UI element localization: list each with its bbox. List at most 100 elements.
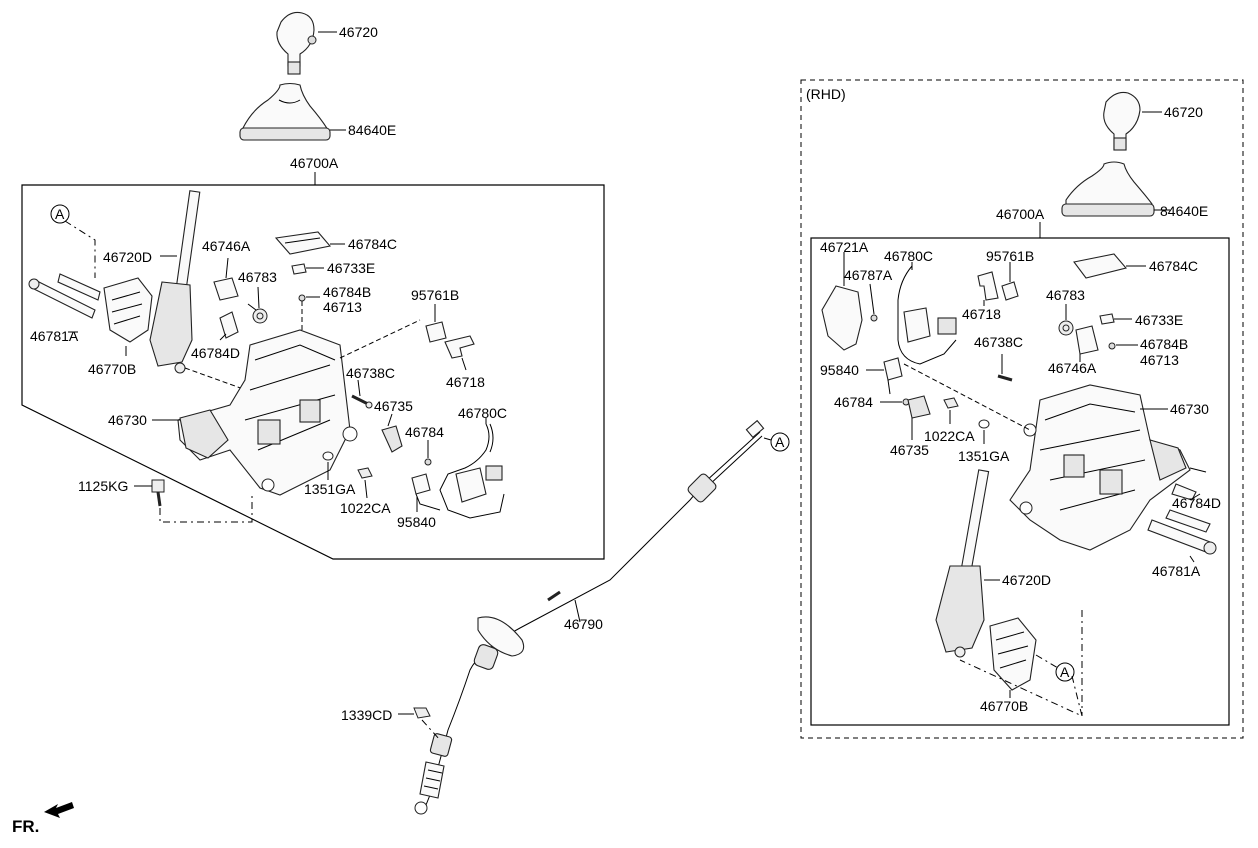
label-cover-c-rhd: 46784C <box>1149 258 1198 274</box>
label-connector-rhd: 95761B <box>986 248 1034 264</box>
rhd-assembly-group: (RHD) 46720 84640E 46700A 46721A 46787A … <box>800 79 1244 739</box>
marker-a-cable: A <box>775 434 785 450</box>
label-sleeve-main: 46718 <box>446 374 485 390</box>
label-bracket-a-rhd: 46746A <box>1048 360 1097 376</box>
label-pin-b-rhd: 46784B <box>1140 336 1188 352</box>
bolt-1125kg[interactable] <box>151 479 165 507</box>
wire-harness-rhd[interactable] <box>897 265 957 365</box>
washer-1351ga-main[interactable] <box>322 451 334 461</box>
detent-plate-rhd[interactable] <box>989 617 1037 691</box>
rhd-frame <box>800 79 1244 739</box>
pivot-pin-main[interactable] <box>28 273 101 319</box>
pin-46784-main[interactable] <box>424 458 432 466</box>
label-sleeve-rhd: 46718 <box>962 306 1001 322</box>
clip-46787a-rhd[interactable] <box>870 314 878 322</box>
rhd-title: (RHD) <box>806 86 846 102</box>
label-pin-84-rhd: 46784 <box>834 394 873 410</box>
marker-a-main: A <box>55 206 65 222</box>
rhd-assembly-box <box>810 237 1230 726</box>
pin-46784b-main[interactable] <box>298 294 306 302</box>
indicator-cover-rhd[interactable] <box>1073 253 1127 279</box>
shift-boot-main[interactable] <box>239 82 331 141</box>
label-pin-a-main: 46781A <box>30 328 79 344</box>
label-solenoid-main: 95840 <box>397 514 436 530</box>
label-detent-b-main: 46770B <box>88 361 136 377</box>
label-base-rhd: 46730 <box>1170 401 1209 417</box>
sleeve-46718-main[interactable] <box>444 335 475 359</box>
front-direction-indicator: FR. <box>12 802 74 836</box>
label-nut-rhd: 1022CA <box>924 428 975 444</box>
label-nut-main: 1022CA <box>340 500 391 516</box>
label-clip-e-main: 46733E <box>327 260 375 276</box>
wire-harness-main[interactable] <box>439 423 505 519</box>
label-washer-rhd: 1351GA <box>958 448 1010 464</box>
label-bolt-kg: 1125KG <box>78 478 128 494</box>
solenoid-95840-main[interactable] <box>411 473 441 511</box>
bolt-46738c-main[interactable] <box>351 394 373 409</box>
lock-46735-rhd[interactable] <box>907 395 931 419</box>
label-pin-b-main: 46784B <box>323 284 371 300</box>
connector-95761b-main[interactable] <box>425 321 447 343</box>
pivot-pin-rhd[interactable] <box>1147 509 1217 555</box>
label-pin-84-main: 46784 <box>405 424 444 440</box>
bracket-46746a-main[interactable] <box>213 277 239 301</box>
pin-46784b-rhd[interactable] <box>1108 342 1116 350</box>
indicator-cover-main[interactable] <box>274 231 332 255</box>
spring-46783-main[interactable] <box>247 303 268 324</box>
shift-lever-rhd[interactable] <box>935 469 990 658</box>
label-boot-main: 84640E <box>348 122 396 138</box>
clip-46733e-main[interactable] <box>291 263 307 275</box>
label-lever-main: 46720D <box>103 249 152 265</box>
shift-base-main[interactable] <box>177 329 358 496</box>
nut-1022ca-main[interactable] <box>357 467 373 479</box>
lock-46735-main[interactable] <box>381 425 403 453</box>
bracket-46721a-rhd[interactable] <box>821 285 863 351</box>
label-bracket-a-main: 46746A <box>202 238 251 254</box>
label-detent-b-rhd: 46770B <box>980 698 1028 714</box>
label-boot-rhd: 84640E <box>1160 203 1208 219</box>
front-label: FR. <box>12 817 39 836</box>
clip-46733e-rhd[interactable] <box>1099 313 1115 325</box>
label-cover-c-main: 46784C <box>348 236 397 252</box>
label-lever-rhd: 46720D <box>1002 572 1051 588</box>
shift-cable[interactable] <box>414 419 765 815</box>
washer-1351ga-rhd[interactable] <box>978 419 990 429</box>
label-pin-13-rhd: 46713 <box>1140 352 1179 368</box>
label-base-main: 46730 <box>108 412 147 428</box>
label-clip-rhd: 46787A <box>844 267 893 283</box>
detent-plate-main[interactable] <box>103 277 153 343</box>
label-bracket-rhd: 46721A <box>820 239 869 255</box>
label-spring-main: 46783 <box>238 269 277 285</box>
clip-46784d-main[interactable] <box>219 311 239 339</box>
label-wire-main: 46780C <box>458 405 507 421</box>
connector-95761b-rhd[interactable] <box>1001 281 1019 301</box>
label-wire-rhd: 46780C <box>884 248 933 264</box>
shift-base-rhd[interactable] <box>1009 384 1191 551</box>
label-clip-d-main: 46784D <box>191 345 240 361</box>
shift-boot-rhd[interactable] <box>1061 161 1155 217</box>
label-lock-rhd: 46735 <box>890 442 929 458</box>
solenoid-95840-rhd[interactable] <box>883 357 903 395</box>
label-clip-e-rhd: 46733E <box>1135 312 1183 328</box>
label-lock-main: 46735 <box>374 398 413 414</box>
label-bolt-c-rhd: 46738C <box>974 334 1023 350</box>
nut-1339cd[interactable] <box>413 707 431 719</box>
bolt-46738c-rhd[interactable] <box>997 374 1013 382</box>
shift-knob-main[interactable] <box>276 11 317 75</box>
shift-knob-rhd[interactable] <box>1103 91 1141 151</box>
label-clip-d-rhd: 46784D <box>1172 495 1221 511</box>
shift-cable-group: A 46790 1339CD <box>341 419 790 815</box>
label-pin-13-main: 46713 <box>323 299 362 315</box>
main-assembly-group: 46720 84640E 46700A A 46720D 46784C 4674… <box>21 11 605 560</box>
label-connector-main: 95761B <box>411 287 459 303</box>
label-solenoid-rhd: 95840 <box>820 362 859 378</box>
label-pin-a-rhd: 46781A <box>1152 563 1201 579</box>
clip-46784d-rhd[interactable] <box>1171 483 1197 501</box>
label-knob-main: 46720 <box>339 24 378 40</box>
spring-46783-rhd[interactable] <box>1058 320 1074 336</box>
sleeve-46718-rhd[interactable] <box>977 271 999 301</box>
label-spring-rhd: 46783 <box>1046 287 1085 303</box>
bracket-46746a-rhd[interactable] <box>1075 325 1099 355</box>
nut-1022ca-rhd[interactable] <box>943 397 959 409</box>
